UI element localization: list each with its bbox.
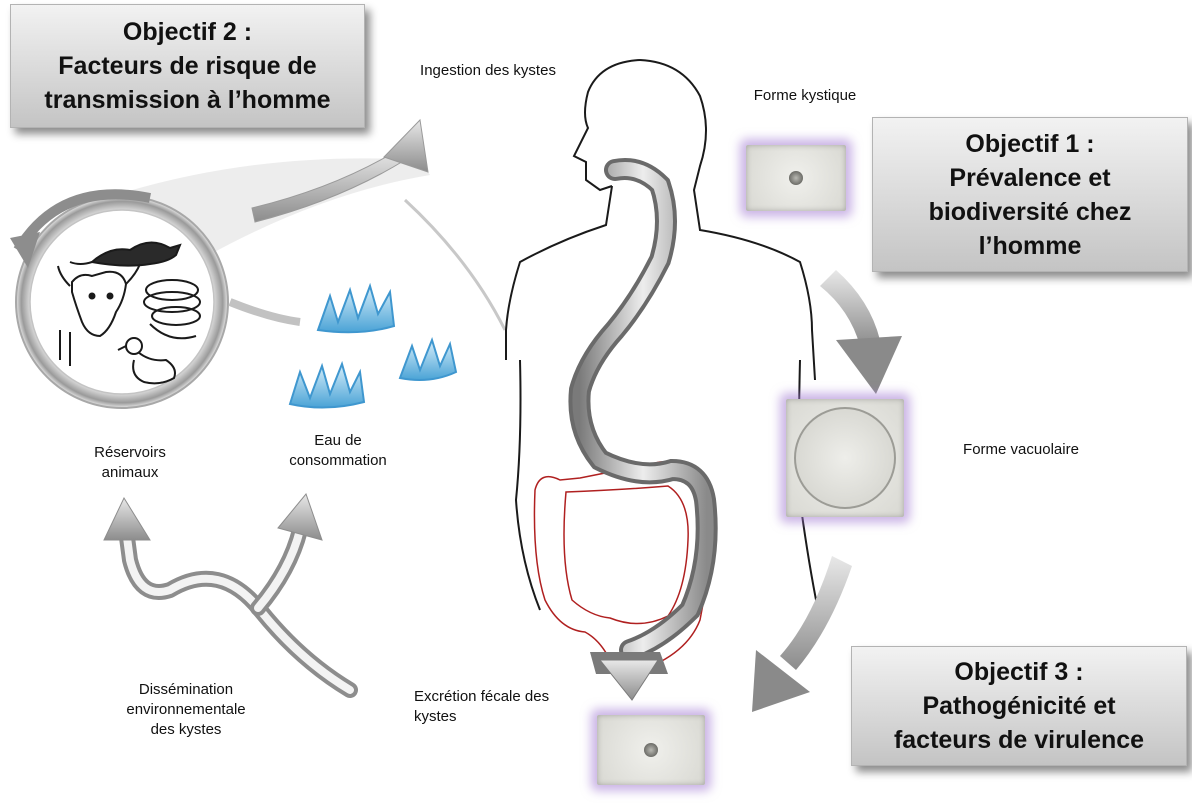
arrow-cyst-to-vacuolar [820, 270, 902, 394]
dissemination-arrow [104, 494, 350, 690]
objectif-3-line: facteurs de virulence [894, 723, 1144, 757]
objectif-1-title: Objectif 1 : [965, 127, 1094, 161]
colon-outline [534, 462, 710, 667]
excreted-cyst-image [597, 715, 705, 785]
objectif-1-line: Prévalence et [949, 161, 1110, 195]
objectif-2-line: Facteurs de risque de [58, 49, 316, 83]
cyst-icon [789, 171, 803, 185]
objectif-2-line: transmission à l’homme [44, 83, 330, 117]
vacuolar-form-image [786, 399, 904, 517]
objectif-3-box: Objectif 3 : Pathogénicité et facteurs d… [851, 646, 1187, 766]
objectif-1-line: biodiversité chez [929, 195, 1132, 229]
objectif-1-box: Objectif 1 : Prévalence et biodiversité … [872, 117, 1188, 272]
label-excretion: Excrétion fécale des kystes [414, 687, 604, 727]
objectif-3-line: Pathogénicité et [922, 689, 1115, 723]
cyst-icon [644, 743, 658, 757]
objectif-2-box: Objectif 2 : Facteurs de risque de trans… [10, 4, 365, 128]
label-ingestion: Ingestion des kystes [388, 61, 588, 81]
digestive-tract [579, 169, 706, 700]
objectif-1-line: l’homme [979, 229, 1082, 263]
objectif-2-title: Objectif 2 : [123, 15, 252, 49]
label-dissemination: Dissémination environnementale des kyste… [96, 680, 276, 740]
label-eau: Eau de consommation [268, 431, 408, 471]
human-body-outline [506, 60, 818, 610]
label-forme-vacuolaire: Forme vacuolaire [926, 440, 1116, 460]
label-reservoirs: Réservoirs animaux [70, 443, 190, 483]
vacuole-icon [794, 407, 896, 509]
objectif-3-title: Objectif 3 : [954, 655, 1083, 689]
cyst-form-image [746, 145, 846, 211]
arrow-to-objectif2 [252, 120, 505, 330]
arrow-vacuolar-to-excretion [752, 556, 852, 712]
water-waves-icon [290, 286, 456, 408]
label-forme-kystique: Forme kystique [730, 86, 880, 106]
